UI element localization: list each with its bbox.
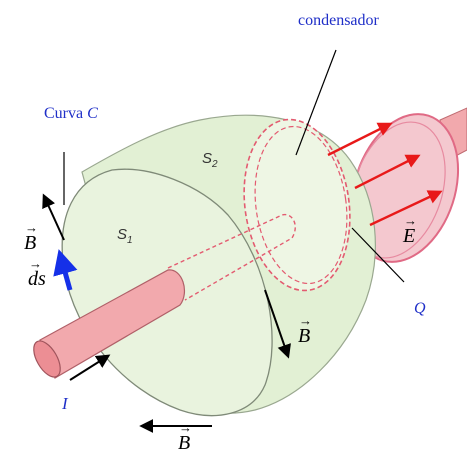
- q-leader: [351, 227, 405, 283]
- e-arrow-3: [369, 190, 443, 227]
- b-arrow-middle: [264, 289, 291, 359]
- s2-label: S2: [202, 150, 218, 170]
- s1-letter: S: [117, 226, 128, 243]
- s1-label: S1: [117, 226, 133, 246]
- ds-arrow: [53, 249, 78, 291]
- q-text: Q: [414, 300, 426, 317]
- b-middle-text: B: [298, 313, 312, 348]
- s2-subscript: 2: [212, 159, 218, 170]
- s2-letter: S: [202, 150, 213, 167]
- front-wire-end: [33, 340, 61, 378]
- b-left-text: B: [24, 220, 38, 255]
- b-label-left: B: [24, 220, 38, 255]
- b-label-bottom: B: [178, 420, 192, 455]
- curva-symbol: C: [87, 105, 98, 122]
- curva-text: Curva: [44, 105, 84, 122]
- current-arrow: [69, 354, 111, 381]
- inner-plate-outline: [243, 118, 351, 292]
- e-text: E: [403, 213, 417, 248]
- e-label: E: [403, 213, 417, 248]
- condensador-label: condensador: [298, 12, 379, 30]
- b-label-middle: B: [298, 313, 312, 348]
- condensador-text: condensador: [298, 12, 379, 29]
- e-arrow-2: [354, 154, 421, 190]
- q-label: Q: [414, 300, 426, 318]
- ds-text: ds: [28, 256, 46, 291]
- e-arrow-1: [327, 122, 393, 157]
- i-text: I: [62, 394, 68, 413]
- i-label: I: [62, 394, 68, 414]
- curva-label: Curva C: [44, 105, 98, 123]
- condensador-leader: [295, 49, 337, 156]
- front-wire: [39, 269, 185, 379]
- b-arrow-left: [42, 193, 65, 241]
- b-bottom-text: B: [178, 420, 192, 455]
- s1-subscript: 1: [127, 235, 133, 246]
- ds-label: ds: [28, 256, 46, 291]
